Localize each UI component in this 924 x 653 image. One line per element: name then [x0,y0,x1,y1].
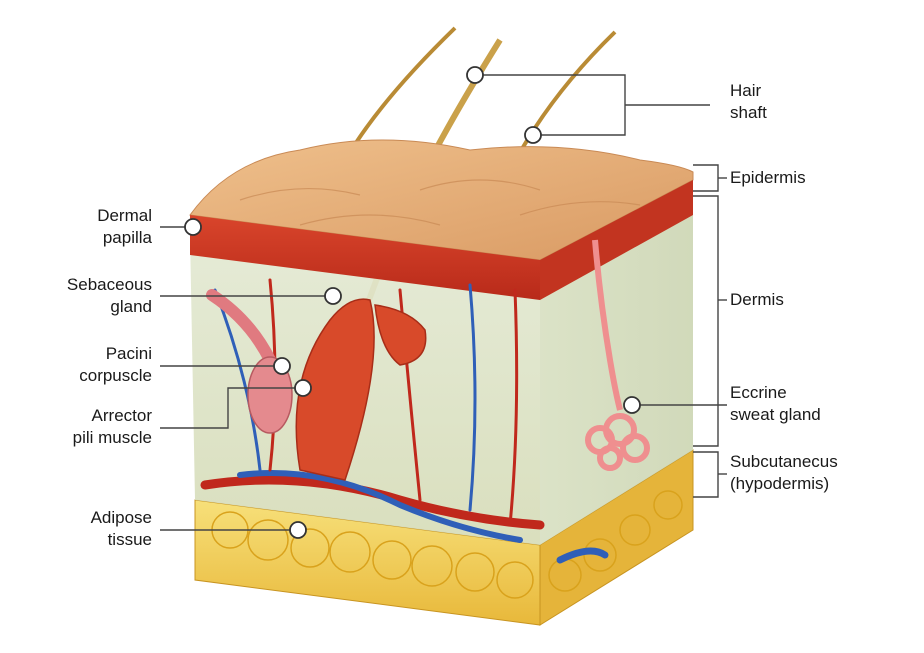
label-hair-shaft: Hair shaft [730,81,767,122]
epidermis-red-band-front [190,215,540,300]
sebaceous-gland-shape [374,304,427,366]
epidermis-texture [239,179,641,226]
marker-arrector [294,379,312,397]
label-adipose-tissue: Adipose tissue [90,508,152,549]
label-eccrine-sweat-gland: Eccrine sweat gland [730,383,821,424]
marker-points [184,66,641,539]
label-subcutaneous: Subcutanecus (hypodermis) [730,452,838,493]
artery-main [200,475,545,530]
leader-lines [160,74,727,531]
label-epidermis: Epidermis [730,168,806,187]
adipose-block [194,449,694,626]
blood-vessels [200,278,609,564]
marker-eccrine [623,396,641,414]
label-arrector-pili-muscle: Arrector pili muscle [72,406,152,447]
marker-dermal-papilla [184,218,202,236]
label-sebaceous-gland: Sebaceous gland [66,275,152,316]
vein-main [237,470,523,543]
marker-hair-shaft-2 [524,126,542,144]
epidermis-top-surface [189,139,694,261]
bracket-dermis [693,195,719,447]
pacini-corpuscle-shape [247,356,293,434]
sweat-gland-coil [585,413,650,471]
label-dermis: Dermis [730,290,784,309]
marker-pacini [273,357,291,375]
epidermis-red-band-side [540,180,693,300]
marker-hair-shaft-1 [466,66,484,84]
leader-arrector [160,387,303,429]
bracket-epidermis [693,164,719,192]
sweat-duct [592,239,623,411]
label-dermal-papilla: Dermal papilla [97,206,152,247]
label-pacini-corpuscle: Pacini corpuscle [79,344,152,385]
arrector-pili-muscle-shape [206,289,276,366]
marker-adipose [289,521,307,539]
bracket-subcutaneous [693,451,719,498]
marker-sebaceous [324,287,342,305]
